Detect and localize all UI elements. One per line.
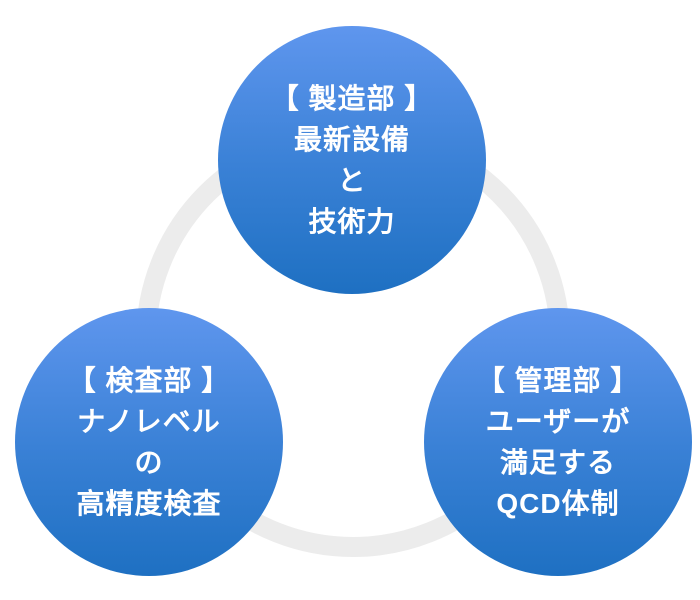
- node-title: 【 製造部 】: [270, 83, 434, 114]
- node-line: 高精度検査: [76, 488, 222, 519]
- node-line: の: [134, 447, 164, 478]
- node-line: ナノレベル: [77, 406, 221, 437]
- node-title: 【 検査部 】: [67, 365, 231, 396]
- circle-manufacturing: 【 製造部 】 最新設備 と 技術力: [218, 26, 486, 294]
- node-line: ユーザーが: [485, 406, 631, 437]
- node-line: 技術力: [308, 206, 396, 237]
- node-line: と: [337, 165, 367, 196]
- node-line: 満足する: [499, 447, 616, 478]
- circle-management: 【 管理部 】 ユーザーが 満足する QCD体制: [424, 308, 692, 576]
- node-title: 【 管理部 】: [476, 365, 640, 396]
- node-line: QCD体制: [496, 488, 620, 519]
- circle-inspection: 【 検査部 】 ナノレベル の 高精度検査: [15, 308, 283, 576]
- node-line: 最新設備: [293, 124, 410, 155]
